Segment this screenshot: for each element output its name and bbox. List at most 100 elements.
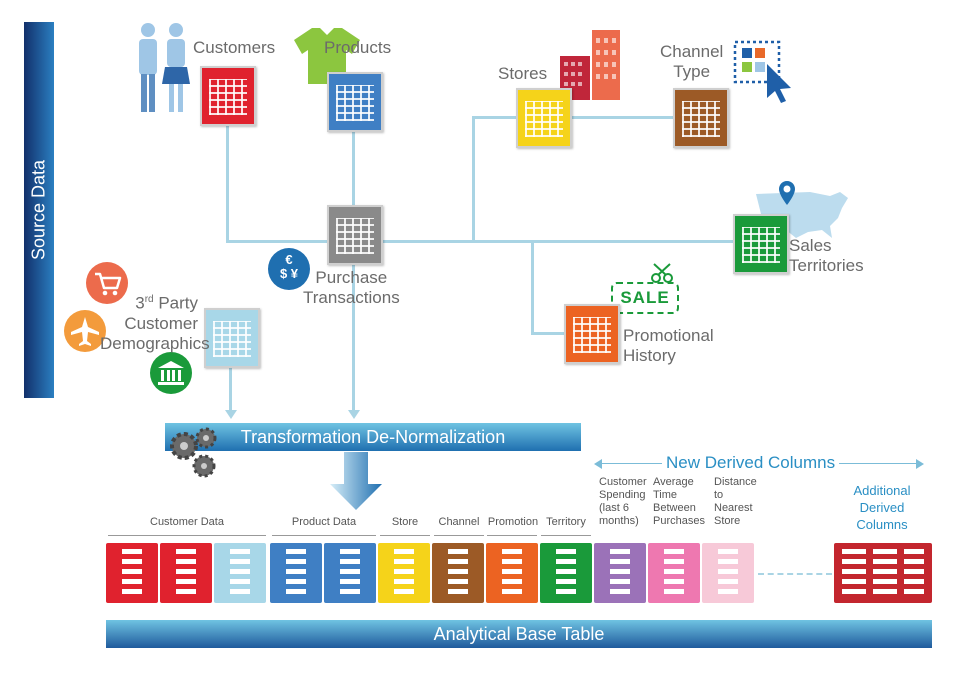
bracket-promotion [487,535,537,536]
demographics-table-icon [204,308,260,368]
third-party-label: 3rd Party Customer Demographics [100,290,210,354]
connector [472,116,520,119]
channel-type-label: Channel Type [660,42,723,82]
bracket-product [272,535,376,536]
dollar-yen-glyph: $ ¥ [279,266,299,281]
stores-table-icon [516,88,572,148]
connector [229,366,232,412]
distance-line2: to [714,489,724,501]
sales-territories-line2: Territories [789,256,864,275]
third-party-prefix: 3 [135,293,145,313]
purchase-transactions-table-icon [327,205,383,265]
spending-line4: months) [599,515,639,527]
connector [531,240,534,334]
additional-derived-label: Additional Derived Columns [834,482,930,533]
purchase-transactions-line1: Purchase [315,268,388,287]
additional-line2: Derived [859,500,905,515]
abt-column-avg-time [648,543,700,603]
transformation-label: Transformation De-Normalization [240,427,506,447]
abt-column-spending [594,543,646,603]
connector [531,332,567,335]
additional-line3: Columns [856,517,908,532]
products-table-icon [327,72,383,132]
avg-time-line4: Purchases [653,515,705,527]
group-label-territory: Territory [546,516,586,528]
third-party-line3: Demographics [100,333,210,353]
abt-column-product-1 [270,543,322,603]
abt-column-customer-3 [214,543,266,603]
promotional-history-line1: Promotional [623,326,714,345]
gears-icon [170,427,217,478]
currency-icon: € $ ¥ [268,248,310,290]
source-data-label: Source Data [28,159,49,261]
arrow-left-icon [594,459,602,469]
group-label-customer: Customer Data [150,516,224,528]
abt-column-distance [702,543,754,603]
big-down-arrow-icon [330,452,382,510]
promotional-history-table-icon [564,304,620,364]
group-label-store: Store [391,516,419,528]
analytical-base-table-banner: Analytical Base Table [106,620,932,648]
group-label-product: Product Data [291,516,357,528]
transformation-banner: Transformation De-Normalization [165,423,581,451]
sales-territories-line1: Sales [789,236,832,255]
abt-column-customer-2 [160,543,212,603]
spending-line1: Customer [599,476,647,488]
derived-label-spending: Customer Spending (last 6 months) [599,476,647,528]
bracket-customer [108,535,266,536]
channel-type-line1: Channel [660,42,724,61]
connector [226,240,736,243]
purchase-transactions-line2: Transactions [303,288,400,307]
derived-label-avg-time: Average Time Between Purchases [653,476,705,528]
euro-glyph: € [285,252,293,267]
abt-column-channel [432,543,484,603]
sales-territories-label: Sales Territories [789,236,864,276]
channel-type-table-icon [673,88,729,148]
arrow-down-icon [348,410,360,419]
distance-line4: Store [714,515,741,527]
avg-time-line1: Average [653,476,694,488]
source-data-banner: Source Data [24,22,54,398]
promotional-history-line2: History [623,346,676,365]
sales-territories-table-icon [733,214,789,274]
connector [352,264,355,412]
arrow-down-icon [225,410,237,419]
connector [472,116,475,242]
scissors-icon [651,263,673,283]
customers-label: Customers [193,38,276,57]
abt-column-customer-1 [106,543,158,603]
channel-type-line2: Type [673,62,711,81]
third-party-line1: 3rd Party [100,290,198,314]
products-label: Products [324,38,392,57]
derived-label-distance: Distance to Nearest Store [714,476,757,528]
bracket-territory [541,535,591,536]
people-icon [139,23,190,112]
abt-column-store [378,543,430,603]
avg-time-line2: Time [653,489,678,501]
promotional-history-label: Promotional History [623,326,714,366]
spending-line3: (last 6 [599,502,629,514]
new-derived-columns-label: New Derived Columns [662,453,840,473]
abt-column-additional [834,543,932,603]
distance-line3: Nearest [714,502,753,514]
stores-label: Stores [498,64,548,83]
sale-tag-text: SALE [620,288,670,307]
third-party-sup: rd [144,294,154,305]
analytical-base-table-label: Analytical Base Table [433,624,605,644]
connector [226,122,229,242]
dashed-connector [758,573,832,575]
channel-cursor-icon [733,40,791,103]
bank-icon [150,352,192,394]
sale-tag: SALE [611,282,679,314]
location-pin-icon [779,181,795,205]
group-label-promotion: Promotion [487,516,539,528]
tshirt-icon [294,28,360,84]
additional-line1: Additional [853,483,911,498]
spending-line2: Spending [599,489,646,501]
distance-line1: Distance [714,476,757,488]
bracket-store [380,535,430,536]
connector [570,116,674,119]
third-party-line2: Customer [124,313,198,333]
group-label-channel: Channel [438,516,480,528]
customers-table-icon [200,66,256,126]
